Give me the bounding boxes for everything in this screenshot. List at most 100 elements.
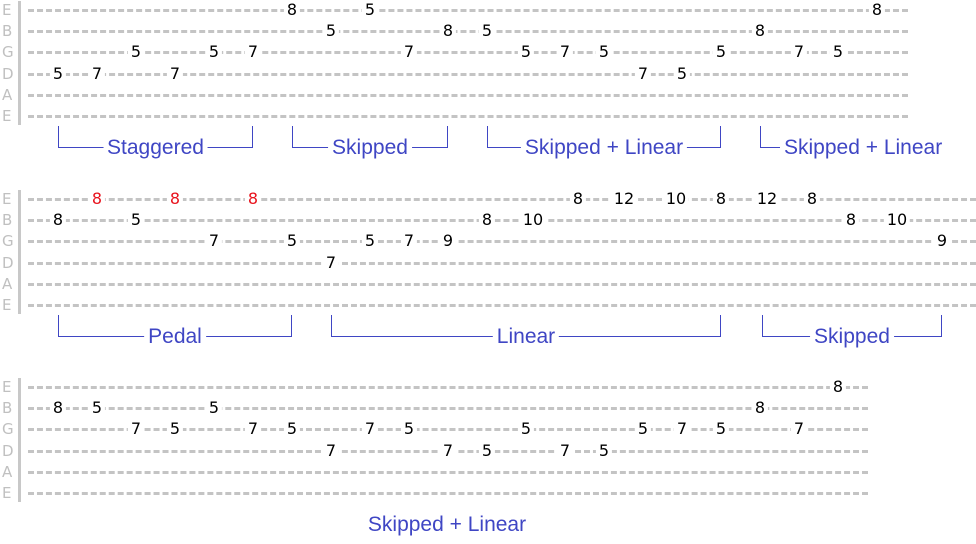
fret-number: 7 <box>400 233 418 250</box>
technique-label: Skipped + Linear <box>367 513 527 536</box>
fret-number: 9 <box>933 233 951 250</box>
fret-number: 7 <box>400 44 418 61</box>
fret-number: 8 <box>803 191 821 207</box>
fret-number: 5 <box>205 400 223 417</box>
technique-bracket: Skipped <box>762 315 942 348</box>
technique-label: Skipped + Linear <box>520 137 688 159</box>
fret-number: 5 <box>517 44 535 61</box>
bracket-right-edge <box>720 315 721 337</box>
fret-number: 5 <box>127 212 145 229</box>
string-line <box>28 219 976 223</box>
fret-number: 5 <box>478 442 496 459</box>
fret-number: 10 <box>883 212 911 229</box>
string-label: B <box>2 399 13 418</box>
string-line <box>28 93 908 97</box>
bracket-right-edge <box>941 315 942 337</box>
bracket-left-edge <box>331 315 332 337</box>
fret-number: 7 <box>790 44 808 61</box>
fret-number: 8 <box>829 379 847 395</box>
fret-number: 8 <box>569 191 587 207</box>
string-line <box>28 30 908 34</box>
fret-number: 5 <box>517 421 535 438</box>
fret-number: 5 <box>595 44 613 61</box>
fret-number: 5 <box>283 233 301 250</box>
fret-number: 8 <box>751 400 769 417</box>
string-line <box>28 9 908 12</box>
staff-start-bar <box>18 190 21 314</box>
string-line <box>28 407 868 411</box>
fret-number: 5 <box>712 44 730 61</box>
string-line <box>28 492 868 495</box>
fret-number: 5 <box>49 65 67 82</box>
fret-number: 7 <box>127 421 145 438</box>
string-line <box>28 198 976 201</box>
staff-start-bar <box>18 378 21 502</box>
fret-number: 10 <box>662 191 690 207</box>
technique-bracket: Linear <box>331 315 721 348</box>
fret-number: 5 <box>322 23 340 40</box>
string-label: E <box>2 190 12 208</box>
string-label: E <box>2 1 12 19</box>
bracket-right-edge <box>720 126 721 148</box>
string-label: B <box>2 211 13 230</box>
fret-number: 5 <box>127 44 145 61</box>
string-label: G <box>2 420 14 439</box>
fret-number: 8 <box>868 2 886 18</box>
fret-number: 8 <box>751 23 769 40</box>
fret-number: 7 <box>244 44 262 61</box>
fret-number: 7 <box>556 44 574 61</box>
fret-number: 5 <box>595 442 613 459</box>
string-label: E <box>2 107 12 125</box>
fret-number: 7 <box>634 65 652 82</box>
staff-start-bar <box>18 1 21 125</box>
technique-label: Staggered <box>103 137 208 159</box>
string-label: A <box>2 462 13 481</box>
fret-number: 5 <box>712 421 730 438</box>
string-line <box>28 115 908 118</box>
string-line <box>28 304 976 307</box>
string-label: D <box>2 253 14 272</box>
string-line <box>28 470 868 474</box>
string-label: A <box>2 85 13 104</box>
pedal-fret-number: 8 <box>88 191 106 207</box>
fret-number: 7 <box>322 442 340 459</box>
bracket-left-edge <box>762 315 763 337</box>
fret-number: 7 <box>205 233 223 250</box>
bracket-left-edge <box>487 126 488 148</box>
fret-number: 8 <box>49 400 67 417</box>
fret-number: 5 <box>361 233 379 250</box>
fret-number: 7 <box>361 421 379 438</box>
technique-bracket: Skipped + Linear <box>760 126 962 159</box>
technique-label: Skipped + Linear <box>780 137 947 159</box>
fret-number: 10 <box>519 212 547 229</box>
fret-number: 5 <box>478 23 496 40</box>
string-label: D <box>2 441 14 460</box>
string-label: E <box>2 378 12 396</box>
bracket-right-edge <box>447 126 448 148</box>
bracket-left-edge <box>58 315 59 337</box>
fret-number: 8 <box>712 191 730 207</box>
fret-number: 5 <box>166 421 184 438</box>
technique-label: Pedal <box>144 326 206 348</box>
technique-bracket: Staggered <box>58 126 253 159</box>
fret-number: 9 <box>439 233 457 250</box>
technique-bracket: Pedal <box>58 315 292 348</box>
fret-number: 8 <box>283 2 301 18</box>
fret-number: 7 <box>88 65 106 82</box>
string-label: B <box>2 22 13 41</box>
string-label: E <box>2 484 12 502</box>
fret-number: 8 <box>478 212 496 229</box>
string-label: G <box>2 232 14 251</box>
fret-number: 7 <box>556 442 574 459</box>
fret-number: 12 <box>753 191 781 207</box>
string-line <box>28 282 976 286</box>
string-line <box>28 386 868 389</box>
fret-number: 5 <box>283 421 301 438</box>
fret-number: 8 <box>842 212 860 229</box>
fret-number: 5 <box>205 44 223 61</box>
string-line <box>28 261 976 265</box>
fret-number: 5 <box>88 400 106 417</box>
fret-number: 8 <box>439 23 457 40</box>
bracket-right-edge <box>252 126 253 148</box>
technique-label: Linear <box>492 326 560 348</box>
